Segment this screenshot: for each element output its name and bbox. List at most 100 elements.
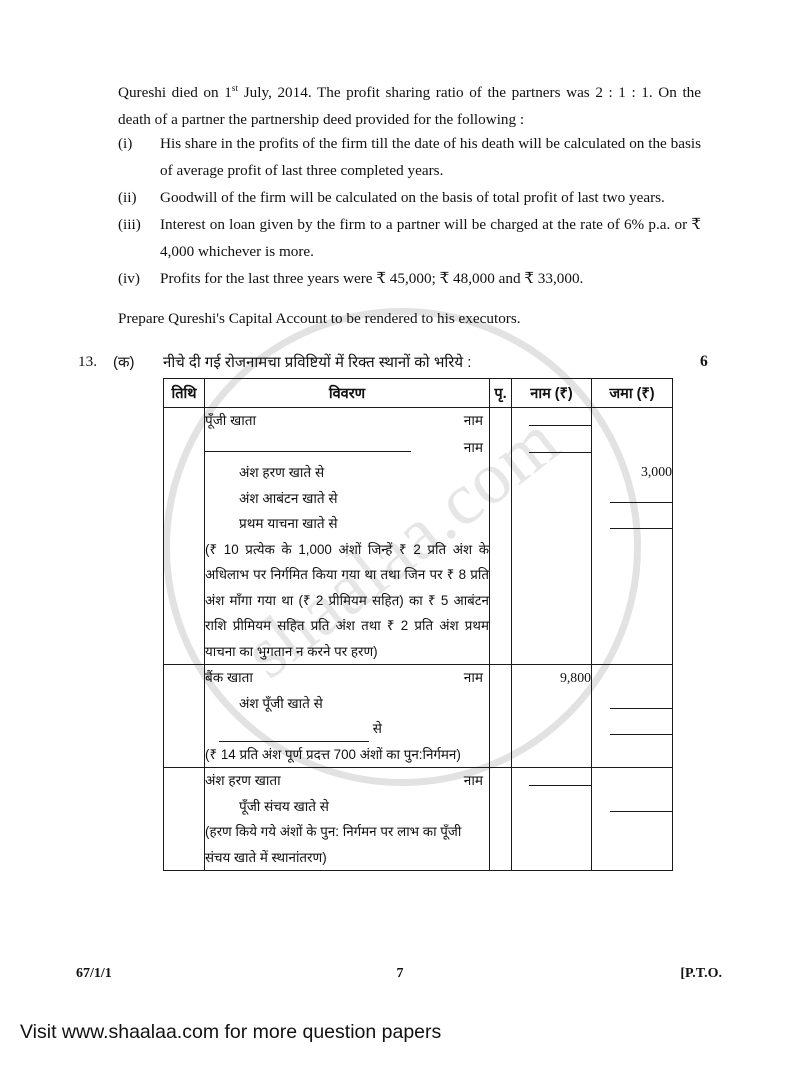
cell-date [163,407,205,665]
fill-in-blank[interactable] [610,691,672,709]
page-content: Qureshi died on 1st July, 2014. The prof… [76,76,722,981]
fill-in-blank[interactable] [219,724,369,742]
amount-value: 3,000 [640,464,672,479]
entry-line: पूँजी खाता नाम [205,408,489,434]
account-name: बैंक खाता [205,670,253,685]
cell-lf [489,767,512,871]
intro-paragraph: Qureshi died on 1st July, 2014. The prof… [118,76,701,133]
prepare-instruction: Prepare Qureshi's Capital Account to be … [118,310,521,327]
account-name: अंश पूँजी खाते से [239,695,323,711]
cell-credit [591,767,673,871]
amount-value: 9,800 [559,670,591,685]
table-header-row: तिथि विवरण पृ. नाम (₹) जमा (₹) [163,378,673,408]
narration-text: (₹ 14 प्रति अंश पूर्ण प्रदत्त 700 अंशों … [205,746,461,762]
amount-spacer [592,408,672,434]
dr-label: नाम [463,413,483,428]
amount-line [512,435,591,462]
paper-code: 67/1/1 [76,966,112,981]
cell-particulars: अंश हरण खाता नाम पूँजी संचय खाते से (हरण… [204,767,490,871]
header-particulars: विवरण [204,378,490,408]
header-lf: पृ. [489,378,512,408]
entry-line: अंश हरण खाते से [205,460,489,486]
amount-spacer [592,665,672,691]
fill-in-blank[interactable] [610,485,672,503]
header-date: तिथि [163,378,205,408]
fill-in-blank[interactable] [610,511,672,529]
narration-text: (₹ 10 प्रत्येक के 1,000 अंशों जिन्हें ₹ … [205,541,489,659]
dr-label: नाम [463,439,483,455]
fill-in-blank[interactable] [205,434,411,452]
condition-item: (i) His share in the profits of the firm… [118,130,701,184]
entry-line: अंश पूँजी खाते से [205,691,489,717]
entry-line-blank: नाम [205,434,489,461]
dr-label: नाम [463,670,483,685]
condition-item: (iv) Profits for the last three years we… [118,265,701,292]
cell-credit: 3,000 [591,407,673,665]
account-name: अंश हरण खाता [205,773,281,788]
amount-line [592,794,672,821]
pto-marker: [P.T.O. [680,966,722,981]
table-row: बैंक खाता नाम अंश पूँजी खाते से से (₹ 14… [163,664,673,768]
question-marks: 6 [700,353,708,370]
site-banner: Visit www.shaalaa.com for more question … [0,1005,800,1065]
intro-text-before: Qureshi died on 1 [118,84,232,102]
banner-text: Visit www.shaalaa.com for more question … [20,1021,442,1043]
account-name: अंश हरण खाते से [239,465,325,480]
entry-line-blank: से [205,716,489,742]
fill-in-blank[interactable] [529,408,591,426]
table-row: पूँजी खाता नाम नाम अंश हरण खाते से अंश आ… [163,407,673,665]
account-name: प्रथम याचना खाते से [239,516,338,531]
journal-entries-table: तिथि विवरण पृ. नाम (₹) जमा (₹) पूँजी खात… [163,378,673,871]
ordinal-suffix: st [231,84,239,94]
cell-particulars: बैंक खाता नाम अंश पूँजी खाते से से (₹ 14… [204,664,490,768]
fill-in-blank[interactable] [529,435,591,453]
account-name: पूँजी संचय खाते से [239,798,329,814]
entry-line: प्रथम याचना खाते से [205,511,489,537]
conditions-list: (i) His share in the profits of the firm… [118,130,701,292]
question-text: नीचे दी गई रोजनामचा प्रविष्टियों में रिक… [163,354,472,371]
amount-spacer [592,434,672,460]
condition-item: (ii) Goodwill of the firm will be calcul… [118,184,701,211]
condition-marker: (iii) [118,216,141,233]
intro-text: Qureshi died on 1st July, 2014. The prof… [118,76,701,133]
cell-debit [511,407,592,665]
cell-lf [489,407,512,665]
header-credit: जमा (₹) [591,378,673,408]
dr-label: नाम [463,773,483,788]
condition-marker: (i) [118,135,133,152]
fill-in-blank[interactable] [529,768,591,786]
condition-marker: (iv) [118,270,140,287]
intro-text-after: July, 2014. The profit sharing ratio of … [118,84,701,129]
header-debit: नाम (₹) [511,378,592,408]
entry-line: बैंक खाता नाम [205,665,489,691]
question-number: 13. [78,353,97,370]
amount-line [592,511,672,538]
entry-line: अंश हरण खाता नाम [205,768,489,794]
amount-spacer [592,768,672,794]
amount-line [592,717,672,744]
se-suffix: से [372,721,382,736]
fill-in-blank[interactable] [610,717,672,735]
fill-in-blank[interactable] [610,794,672,812]
cell-date [163,664,205,768]
cell-lf [489,664,512,768]
page-number: 7 [396,966,404,981]
document-page: shaalaa.com Qureshi died on 1st July, 20… [76,76,722,981]
account-name: अंश आबंटन खाते से [239,490,338,506]
table-row: अंश हरण खाता नाम पूँजी संचय खाते से (हरण… [163,767,673,871]
condition-marker: (ii) [118,189,137,206]
amount-line [592,485,672,512]
cell-particulars: पूँजी खाता नाम नाम अंश हरण खाते से अंश आ… [204,407,490,665]
entry-line: अंश आबंटन खाते से [205,486,489,512]
cell-debit: 9,800 [511,664,592,768]
account-name: पूँजी खाता [205,413,257,428]
amount-line [512,768,591,795]
amount-line [592,691,672,718]
condition-text: Interest on loan given by the firm to a … [160,216,701,260]
cell-credit [591,664,673,768]
question-part-label: (क) [113,354,135,371]
cell-date [163,767,205,871]
cell-debit [511,767,592,871]
condition-text: Goodwill of the firm will be calculated … [160,189,665,206]
amount-line [512,408,591,435]
